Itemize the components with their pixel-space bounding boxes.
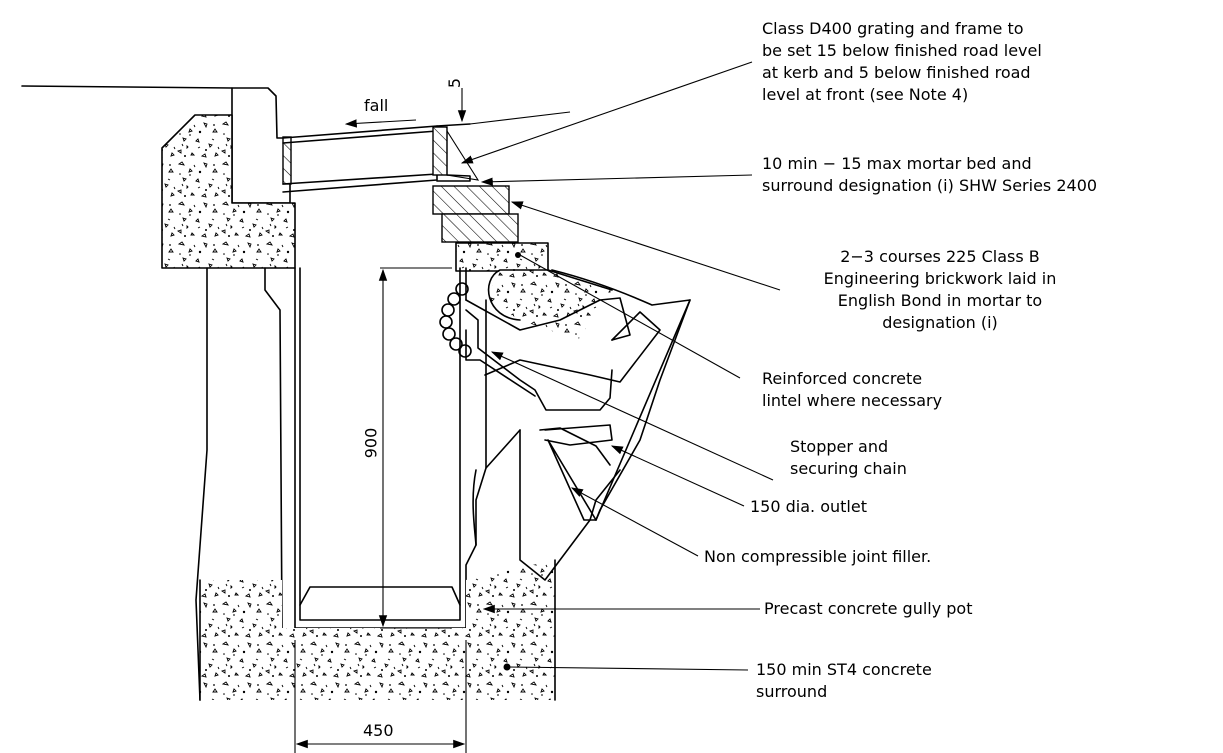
- outlet-pipe-upper-edge: [465, 309, 613, 411]
- grating-bottom: [282, 173, 438, 193]
- leader-grating: [460, 61, 753, 164]
- left-surround-base: [200, 560, 555, 700]
- joint-filler-wedge: [547, 439, 597, 521]
- label-lintel: Reinforced concrete lintel where necessa…: [762, 369, 943, 410]
- lintel-rebar: [515, 252, 521, 258]
- label-outlet: 150 dia. outlet: [750, 497, 867, 516]
- label-stopper: Stopper and securing chain: [790, 437, 907, 478]
- left-surround-outline: [195, 267, 283, 701]
- label-surround: 150 min ST4 concrete surround: [756, 660, 932, 701]
- leader-outlet: [610, 445, 745, 507]
- kerb-side-brick: [282, 136, 292, 185]
- fall-arrow: [344, 119, 417, 128]
- outlet-right-wall: [485, 299, 621, 581]
- excavation-face-line: [595, 299, 691, 521]
- grating-top: [282, 125, 438, 144]
- label-mortar-bed: 10 min − 15 max mortar bed and surround …: [762, 154, 1098, 195]
- leader-joint-filler: [570, 487, 699, 557]
- leader-surround: [507, 666, 749, 671]
- leader-brickwork: [510, 201, 781, 291]
- label-grating: Class D400 grating and frame to be set 1…: [762, 19, 1042, 104]
- dim-5-ext: [469, 111, 571, 125]
- label-fall: fall: [364, 96, 389, 115]
- surround-base-outline: [199, 559, 556, 701]
- outlet-pipe-lower: [544, 424, 613, 446]
- label-gully-pot: Precast concrete gully pot: [764, 599, 973, 618]
- lintel-block: [456, 243, 548, 271]
- kerb-upper: [231, 87, 291, 204]
- mortar-triangle: [446, 129, 480, 181]
- outlet-concrete-outline: [487, 269, 613, 321]
- securing-chain: [439, 282, 472, 358]
- leader-surround-dot: [503, 663, 511, 671]
- leader-mortar: [480, 174, 753, 186]
- dim-label-5: 5: [445, 77, 465, 89]
- outlet-pipe-bottom: [465, 329, 611, 466]
- label-brickwork: 2−3 courses 225 Class B Engineering bric…: [823, 247, 1057, 332]
- leader-lintel: [519, 254, 741, 379]
- outlet-socket: [472, 469, 477, 546]
- label-joint-filler: Non compressible joint filler.: [704, 547, 932, 566]
- outlet-pipe-shell: [484, 311, 661, 383]
- dim-label-450: 450: [363, 721, 394, 740]
- brick-course-1: [432, 185, 510, 215]
- gully-pot-floor: [299, 586, 461, 606]
- road-surface-line: [21, 85, 233, 89]
- kerb-haunch-concrete: [162, 115, 295, 268]
- leader-stopper: [490, 351, 774, 481]
- kerb-haunch-outline: [161, 114, 296, 269]
- brick-course-2: [441, 213, 519, 243]
- grating-frame: [432, 126, 448, 176]
- outlet-concrete-slope: [486, 270, 612, 340]
- dim-label-900: 900: [361, 427, 381, 459]
